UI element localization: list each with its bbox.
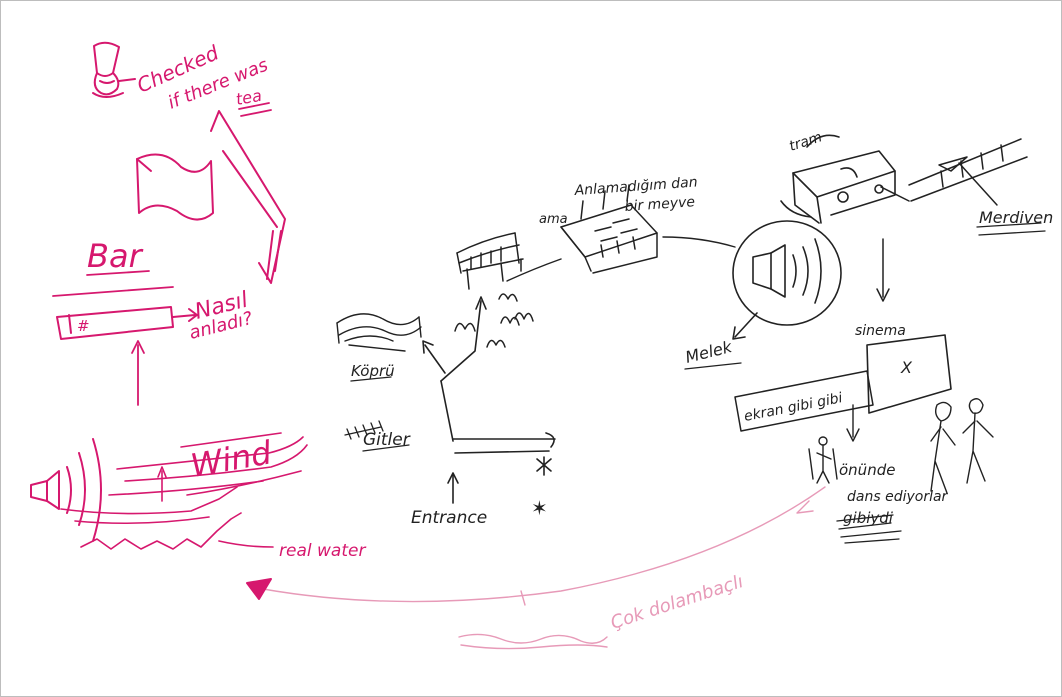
anlamadigim-line2: bir meyve <box>624 194 695 215</box>
wind-label: Wind <box>188 433 275 485</box>
star-mark <box>537 457 551 475</box>
small-arrow-up-icon <box>158 467 166 501</box>
gitler-label: Gitler <box>363 430 411 450</box>
merdiven-label: Merdiven <box>979 208 1053 227</box>
entrance-label: Entrance <box>411 508 487 528</box>
cok-label: Çok dolambaçlı <box>608 571 746 634</box>
speaker-icon <box>31 439 101 541</box>
stairs-icon <box>881 139 1027 205</box>
kopru-label: Köprü <box>351 362 395 380</box>
checked-note: Checked if there was tea <box>133 40 271 113</box>
speaker-circle-icon <box>733 221 841 339</box>
sinema-label: sinema <box>855 323 906 339</box>
tram-label: tram <box>787 129 824 155</box>
ekran-label: ekran gibi gibi <box>743 390 844 425</box>
melek-label: Melek <box>683 337 734 367</box>
dans-label: dans ediyorlar <box>847 489 949 505</box>
path-to-stand <box>507 259 561 281</box>
star-label: ✶ <box>531 496 548 520</box>
path-to-melek <box>663 237 735 247</box>
entrance-arrow <box>448 473 458 503</box>
bar-hash: # <box>77 317 90 335</box>
wave-shape-icon <box>137 111 285 283</box>
bar-label: Bar <box>87 237 144 275</box>
bird-marks <box>455 294 533 347</box>
screen-mark: X <box>900 358 913 377</box>
bridge-icon <box>337 314 421 351</box>
real-water-label: real water <box>279 541 366 561</box>
tea-cup-icon <box>93 43 135 97</box>
ama-label: ama <box>539 212 568 227</box>
onunde-label: önünde <box>839 461 895 479</box>
real-water-pointer <box>219 541 273 547</box>
arrow-down-icon <box>877 239 889 301</box>
bench-icon <box>457 233 523 289</box>
route-path <box>423 297 555 453</box>
water-waves-icon <box>61 487 241 549</box>
dancers-icon <box>931 399 993 493</box>
arrow-up-icon <box>132 341 144 405</box>
return-arrowhead <box>247 579 271 599</box>
small-person-icon <box>809 437 837 483</box>
gibiydi-label: gibiydi <box>843 509 894 527</box>
